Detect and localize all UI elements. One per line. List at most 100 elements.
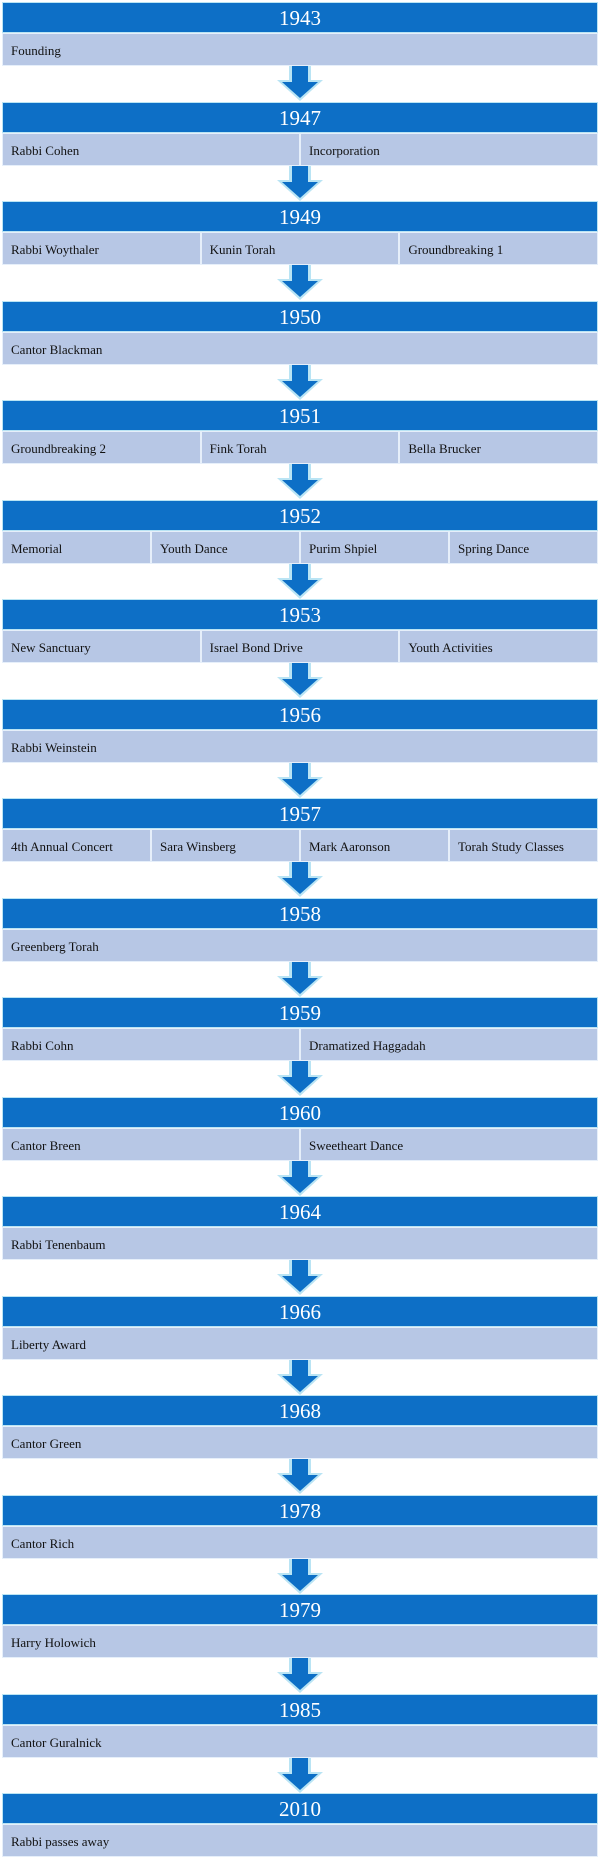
down-arrow-icon [277,663,323,698]
year-label: 1953 [2,599,598,630]
down-arrow-icon [277,1359,323,1395]
year-label: 1950 [2,300,598,332]
down-arrow-icon [277,1260,323,1295]
year-label: 1956 [2,698,598,730]
event-item: Purim Shpiel [300,530,449,564]
events-row: Liberty Award [2,1326,598,1360]
event-item: Rabbi passes away [2,1824,598,1857]
year-label: 1958 [2,897,598,929]
events-row: Harry Holowich [2,1625,598,1658]
events-row: Founding [2,33,598,66]
year-label: 1968 [2,1395,598,1426]
event-item: Incorporation [300,132,598,166]
down-arrow-icon [277,1061,323,1096]
year-label: 1979 [2,1594,598,1625]
year-label: 1943 [2,2,598,33]
event-item: Sara Winsberg [151,829,300,862]
down-arrow-icon [277,1658,323,1693]
down-arrow-icon [277,1160,323,1196]
down-arrow-icon [277,961,323,997]
year-label: 1951 [2,400,598,431]
down-arrow-icon [277,1757,323,1793]
down-arrow-icon [277,265,323,300]
event-item: Cantor Guralnick [2,1724,598,1758]
event-item: Israel Bond Drive [200,630,400,663]
down-arrow-icon [277,862,323,897]
down-arrow-icon [277,1558,323,1594]
down-arrow-icon [277,762,323,798]
year-label: 1985 [2,1693,598,1725]
events-row: Greenberg Torah [2,928,598,962]
event-item: Rabbi Tenenbaum [2,1227,598,1260]
event-item: Groundbreaking 2 [2,431,201,464]
event-item: Cantor Green [2,1426,598,1459]
events-row: Rabbi Tenenbaum [2,1227,598,1260]
down-arrow-icon [277,563,323,599]
event-item: Cantor Rich [2,1525,598,1559]
year-label: 1957 [2,798,598,829]
event-item: Dramatized Haggadah [300,1028,598,1061]
event-item: Sweetheart Dance [300,1127,598,1161]
event-item: Cantor Blackman [2,331,598,365]
down-arrow-icon [277,66,323,101]
year-label: 1964 [2,1196,598,1227]
year-label: 1949 [2,201,598,232]
event-item: Bella Brucker [399,431,599,464]
year-label: 2010 [2,1793,598,1824]
event-item: New Sanctuary [2,630,201,663]
event-item: Greenberg Torah [2,928,598,962]
year-label: 1947 [2,101,598,133]
events-row: Cantor Blackman [2,331,598,365]
year-label: 1959 [2,997,598,1028]
events-row: Rabbi Weinstein [2,729,598,763]
events-row: Cantor Green [2,1426,598,1459]
event-item: Youth Activities [399,630,599,663]
event-item: Rabbi Cohen [2,132,300,166]
event-item: Rabbi Cohn [2,1028,300,1061]
event-item: Mark Aaronson [300,829,449,862]
event-item: Memorial [2,530,151,564]
year-label: 1966 [2,1295,598,1327]
events-row: Cantor Guralnick [2,1724,598,1758]
event-item: Rabbi Weinstein [2,729,598,763]
year-label: 1960 [2,1096,598,1128]
event-item: Liberty Award [2,1326,598,1360]
events-row: Cantor Rich [2,1525,598,1559]
event-item: Founding [2,33,598,66]
down-arrow-icon [277,165,323,201]
year-label: 1952 [2,499,598,531]
event-item: Fink Torah [200,431,400,464]
event-item: Cantor Breen [2,1127,300,1161]
events-row: Rabbi passes away [2,1824,598,1857]
event-item: Youth Dance [151,530,300,564]
event-item: Harry Holowich [2,1625,598,1658]
event-item: Spring Dance [449,530,598,564]
